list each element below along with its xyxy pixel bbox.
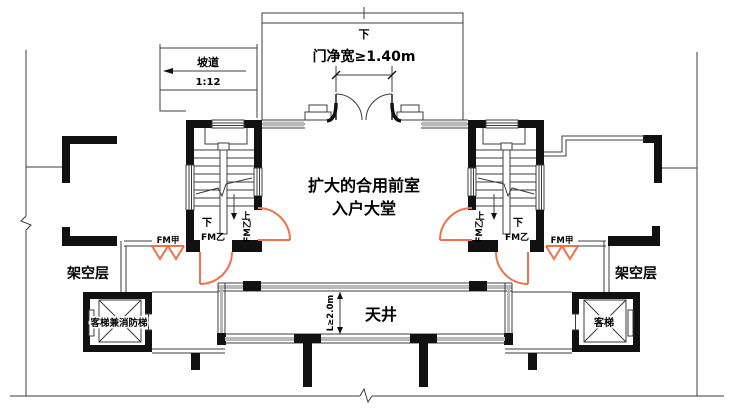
stilt-floor-right-label: 架空层 [614, 265, 657, 282]
left-fm-jia-door [151, 245, 185, 261]
entrance-platform: 下 [261, 7, 464, 120]
right-elevator-label: 客梯 [593, 316, 614, 329]
right-stair-side-door-label: FM乙 [475, 219, 485, 242]
left-fm-jia-label: FM甲 [157, 236, 180, 246]
left-elevator: 客梯兼消防梯 [83, 292, 152, 352]
left-stair-side-door-label: FM乙 [243, 219, 253, 242]
left-stair-block: 下 上 FM乙 FM乙 [185, 119, 263, 252]
stilt-floor-walls [62, 135, 662, 246]
right-stair-down-label: 下 [513, 217, 523, 229]
courtyard-dim-label: L≥2.0m [326, 295, 336, 332]
left-stair-bottom-door-label: FM乙 [201, 232, 225, 243]
right-elevator: 客梯 [572, 292, 640, 352]
left-stair-down-label: 下 [202, 217, 212, 229]
ramp-slope-label: 1:12 [196, 77, 221, 88]
ramp: 坡道 1:12 [159, 44, 258, 118]
right-fm-jia-label: FM甲 [551, 236, 574, 246]
entrance-down-label: 下 [359, 28, 370, 41]
door-width-dimension: 门净宽≥1.40m [313, 48, 416, 92]
reference-lines [10, 50, 724, 404]
right-stair-block: 下 上 FM乙 FM乙 [467, 119, 545, 252]
stilt-floor-left-label: 架空层 [66, 265, 109, 282]
left-stair-up-label: 上 [241, 210, 250, 222]
entrance-door: 门净宽≥1.40m [262, 48, 468, 129]
lobby-title-line2: 入户大堂 [332, 199, 396, 218]
lobby-title-line1: 扩大的合用前室 [308, 176, 420, 195]
corridor-walls [120, 240, 610, 370]
lobby: 扩大的合用前室 入户大堂 [308, 176, 420, 218]
right-fm-jia-door [545, 245, 579, 261]
right-stair-bottom-door-label: FM乙 [505, 232, 529, 243]
fire-doors: FM甲 FM甲 [151, 207, 579, 285]
left-elevator-label: 客梯兼消防梯 [89, 317, 148, 329]
courtyard: L≥2.0m 天井 [217, 281, 513, 387]
right-stair-up-label: 上 [475, 210, 484, 222]
ramp-label: 坡道 [197, 55, 219, 69]
door-width-label: 门净宽≥1.40m [313, 48, 416, 65]
courtyard-label: 天井 [365, 305, 397, 324]
